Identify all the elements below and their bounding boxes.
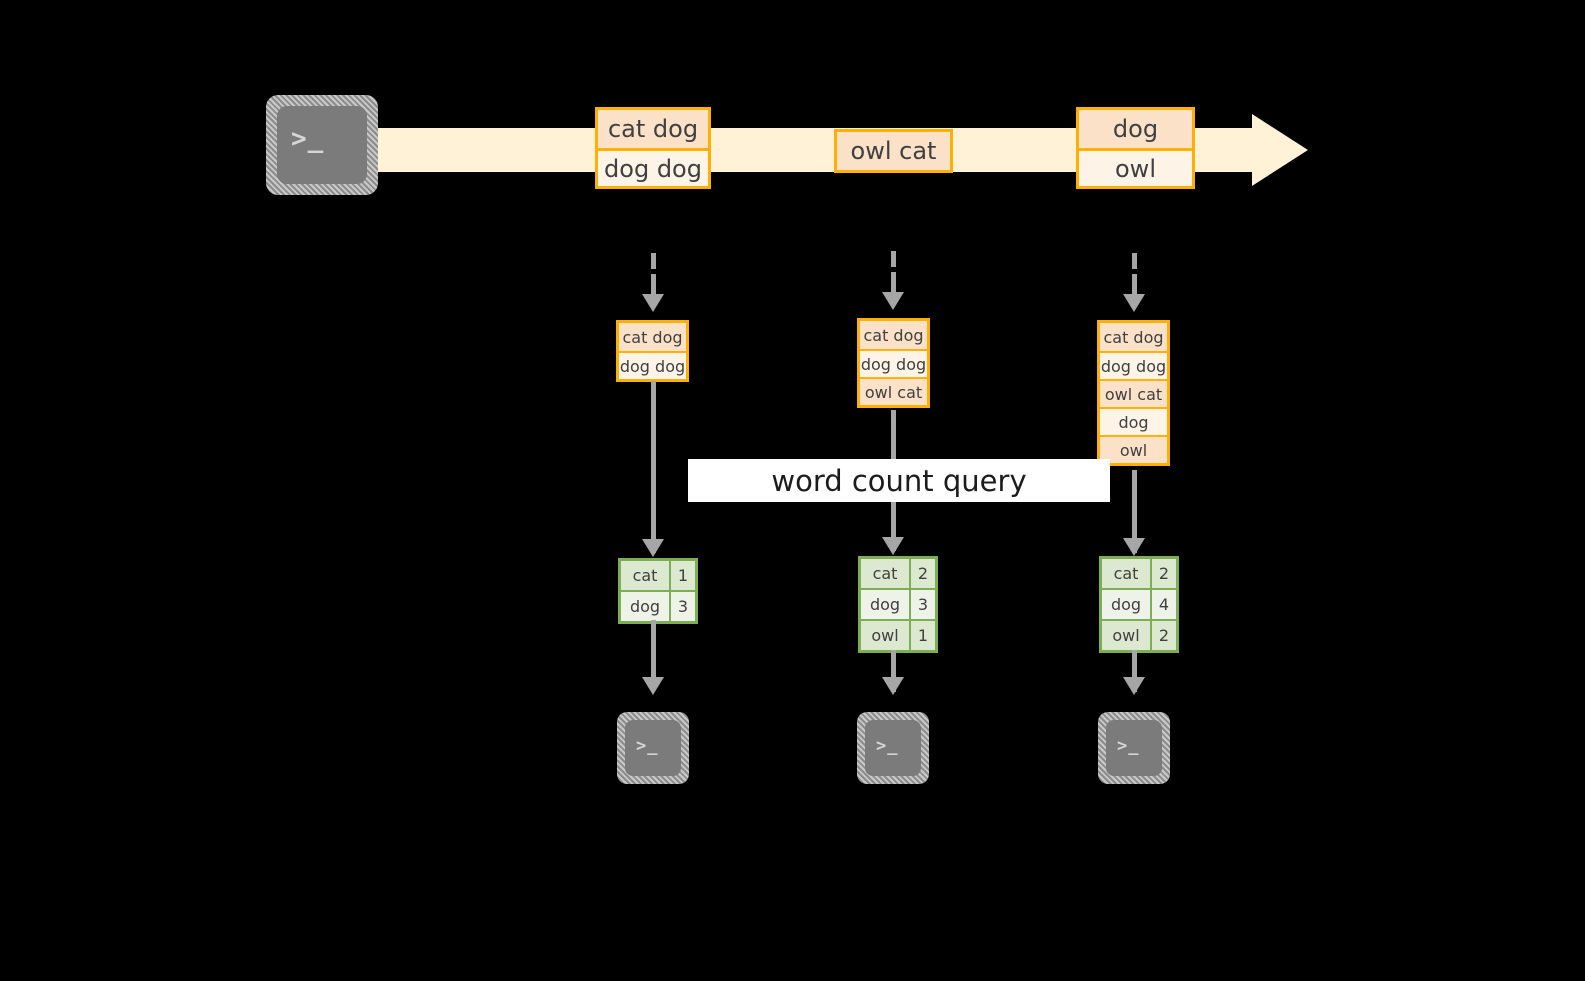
table-row: owl 2 xyxy=(1102,619,1176,650)
state-line: cat dog xyxy=(860,321,927,349)
trigger-arrow-segment xyxy=(651,253,656,269)
result-count: 1 xyxy=(669,561,695,590)
trigger-arrowhead-icon xyxy=(1123,294,1145,312)
result-word: cat xyxy=(1102,559,1150,588)
state-line: dog dog xyxy=(619,351,686,379)
table-row: dog 3 xyxy=(621,590,695,621)
result-word: cat xyxy=(621,561,669,590)
result-word: cat xyxy=(861,559,909,588)
trigger-arrow-segment xyxy=(1132,274,1137,296)
query-label: word count query xyxy=(771,463,1027,498)
result-count: 3 xyxy=(669,592,695,621)
query-arrowhead-icon xyxy=(1123,538,1145,556)
result-table-1: cat 1 dog 3 xyxy=(618,558,698,624)
state-line: dog dog xyxy=(1100,351,1167,379)
record-line: owl cat xyxy=(837,132,950,170)
state-line: owl cat xyxy=(860,377,927,405)
record-line: owl xyxy=(1079,148,1192,186)
table-row: owl 1 xyxy=(861,619,935,650)
terminal-prompt-glyph: >_ xyxy=(1117,736,1140,756)
result-count: 1 xyxy=(909,621,935,650)
table-row: dog 4 xyxy=(1102,588,1176,619)
record-line: dog xyxy=(1079,110,1192,148)
state-line: owl cat xyxy=(1100,379,1167,407)
state-line: dog dog xyxy=(860,349,927,377)
query-connector xyxy=(1132,470,1137,553)
terminal-prompt-glyph: >_ xyxy=(291,124,325,154)
terminal-screen: >_ xyxy=(625,720,681,776)
trigger-arrow-segment xyxy=(1132,253,1137,269)
terminal-screen: >_ xyxy=(277,106,367,184)
sink-terminal-icon-2: >_ xyxy=(857,712,929,784)
table-row: cat 2 xyxy=(861,559,935,588)
table-row: cat 1 xyxy=(621,561,695,590)
state-line: cat dog xyxy=(619,323,686,351)
result-word: owl xyxy=(1102,621,1150,650)
result-count: 2 xyxy=(909,559,935,588)
trigger-arrow-segment xyxy=(891,251,896,267)
state-box-1: cat dog dog dog xyxy=(616,320,689,382)
result-word: dog xyxy=(861,590,909,619)
terminal-screen: >_ xyxy=(1106,720,1162,776)
state-line: owl xyxy=(1100,435,1167,463)
source-terminal-icon: >_ xyxy=(266,95,378,195)
sink-connector xyxy=(891,650,896,692)
result-count: 2 xyxy=(1150,621,1176,650)
query-arrowhead-icon xyxy=(882,537,904,555)
terminal-prompt-glyph: >_ xyxy=(876,736,899,756)
state-box-3: cat dog dog dog owl cat dog owl xyxy=(1097,320,1170,466)
table-row: dog 3 xyxy=(861,588,935,619)
sink-terminal-icon-3: >_ xyxy=(1098,712,1170,784)
result-word: dog xyxy=(1102,590,1150,619)
stream-record-1: cat dog dog dog xyxy=(595,107,711,189)
sink-connector xyxy=(1132,650,1137,692)
terminal-screen: >_ xyxy=(865,720,921,776)
result-word: owl xyxy=(861,621,909,650)
result-word: dog xyxy=(621,592,669,621)
result-count: 3 xyxy=(909,590,935,619)
sink-arrowhead-icon xyxy=(1123,677,1145,695)
trigger-arrowhead-icon xyxy=(882,292,904,310)
result-table-2: cat 2 dog 3 owl 1 xyxy=(858,556,938,653)
state-box-2: cat dog dog dog owl cat xyxy=(857,318,930,408)
trigger-arrow-segment xyxy=(891,272,896,294)
terminal-prompt-glyph: >_ xyxy=(636,736,659,756)
table-row: cat 2 xyxy=(1102,559,1176,588)
state-line: cat dog xyxy=(1100,323,1167,351)
trigger-arrow-segment xyxy=(651,274,656,296)
result-count: 4 xyxy=(1150,590,1176,619)
record-line: dog dog xyxy=(598,148,708,186)
stream-arrowhead-icon xyxy=(1252,114,1308,186)
sink-arrowhead-icon xyxy=(642,677,664,695)
sink-terminal-icon-1: >_ xyxy=(617,712,689,784)
sink-connector xyxy=(651,620,656,690)
query-label-band xyxy=(688,459,1110,502)
result-table-3: cat 2 dog 4 owl 2 xyxy=(1099,556,1179,653)
sink-arrowhead-icon xyxy=(882,677,904,695)
record-line: cat dog xyxy=(598,110,708,148)
query-arrowhead-icon xyxy=(642,539,664,557)
result-count: 2 xyxy=(1150,559,1176,588)
state-line: dog xyxy=(1100,407,1167,435)
query-connector xyxy=(651,381,656,553)
stream-record-2: owl cat xyxy=(834,129,953,173)
stream-record-3: dog owl xyxy=(1076,107,1195,189)
trigger-arrowhead-icon xyxy=(642,294,664,312)
